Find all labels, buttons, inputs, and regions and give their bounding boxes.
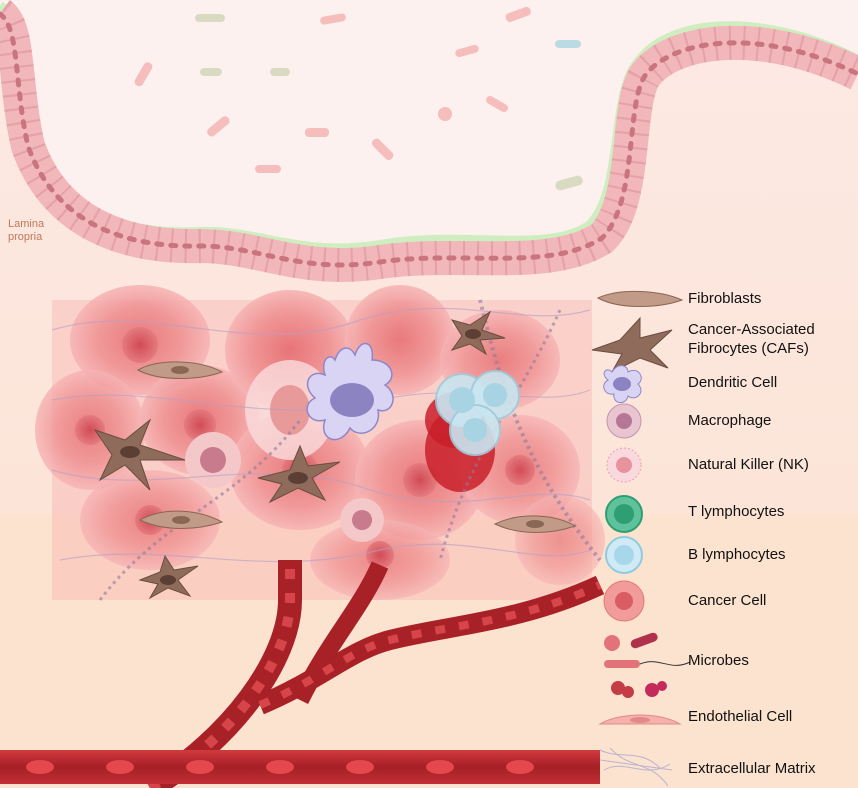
dendritic-cell-icon <box>603 365 642 403</box>
legend-label-caf-line2: Fibrocytes (CAFs) <box>688 340 809 357</box>
lamina-label-line2: propria <box>8 231 43 243</box>
cancer-cell-icon <box>603 580 645 622</box>
stromal-fibroblasts <box>93 310 577 600</box>
fibroblast-icon <box>596 291 684 307</box>
b-lymphocyte-cluster <box>435 370 520 456</box>
legend-label-nk: Natural Killer (NK) <box>688 456 809 473</box>
legend-label-extracellular-matrix: Extracellular Matrix <box>688 760 816 777</box>
legend-label-macrophage: Macrophage <box>688 412 772 429</box>
nk-cell-icon <box>606 447 642 483</box>
legend-label-cancer-cell: Cancer Cell <box>688 592 767 609</box>
legend-label-microbes: Microbes <box>688 652 749 669</box>
b-lymphocyte-icon <box>605 536 643 574</box>
legend-label-dendritic-cell: Dendritic Cell <box>688 374 778 391</box>
ecm-icon <box>599 747 673 787</box>
legend-label-t-lymphocytes: T lymphocytes <box>688 503 785 520</box>
caf-icon <box>591 316 673 374</box>
lamina-propria-label: Lamina propria <box>8 218 44 244</box>
dendritic-cell <box>306 342 394 441</box>
epithelium-layer <box>0 0 858 282</box>
blood-vessels <box>0 560 605 788</box>
t-lymphocyte-icon <box>605 495 643 533</box>
lumen-microbes <box>134 6 583 191</box>
legend-label-caf-line1: Cancer-Associated <box>688 321 815 338</box>
legend-label-endothelial-cell: Endothelial Cell <box>688 708 793 725</box>
legend-label-fibroblasts: Fibroblasts <box>688 290 762 307</box>
intestinal-lumen <box>0 0 858 249</box>
legend-label-b-lymphocytes: B lymphocytes <box>688 546 786 563</box>
microbes-icon <box>604 632 691 698</box>
legend-icons <box>591 291 691 787</box>
lamina-label-line1: Lamina <box>8 218 45 230</box>
macrophage-icon <box>606 403 642 439</box>
endothelial-cell-icon <box>598 714 682 725</box>
